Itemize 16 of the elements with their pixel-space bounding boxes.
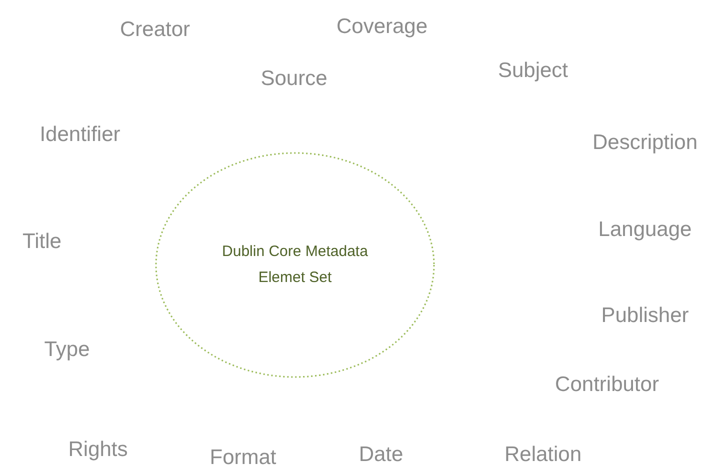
element-label: Rights <box>68 436 128 463</box>
element-label: Subject <box>498 58 568 84</box>
element-label: Source <box>260 66 328 92</box>
element-label: Language <box>598 216 692 243</box>
element-label: Relation <box>504 442 582 468</box>
element-label: Creator <box>120 16 190 43</box>
node-text: Dublin Core Metadata Elemet Set <box>221 242 369 288</box>
element-label: Date <box>358 442 404 468</box>
element-label: Title <box>22 228 62 255</box>
element-label: Type <box>44 336 90 363</box>
element-label: Identifier <box>40 122 120 148</box>
element-label: Publisher <box>601 302 689 329</box>
element-label: Contributor <box>555 372 659 398</box>
element-label: Format <box>210 444 276 469</box>
element-label: Coverage <box>336 14 428 40</box>
element-label: Description <box>592 130 698 156</box>
